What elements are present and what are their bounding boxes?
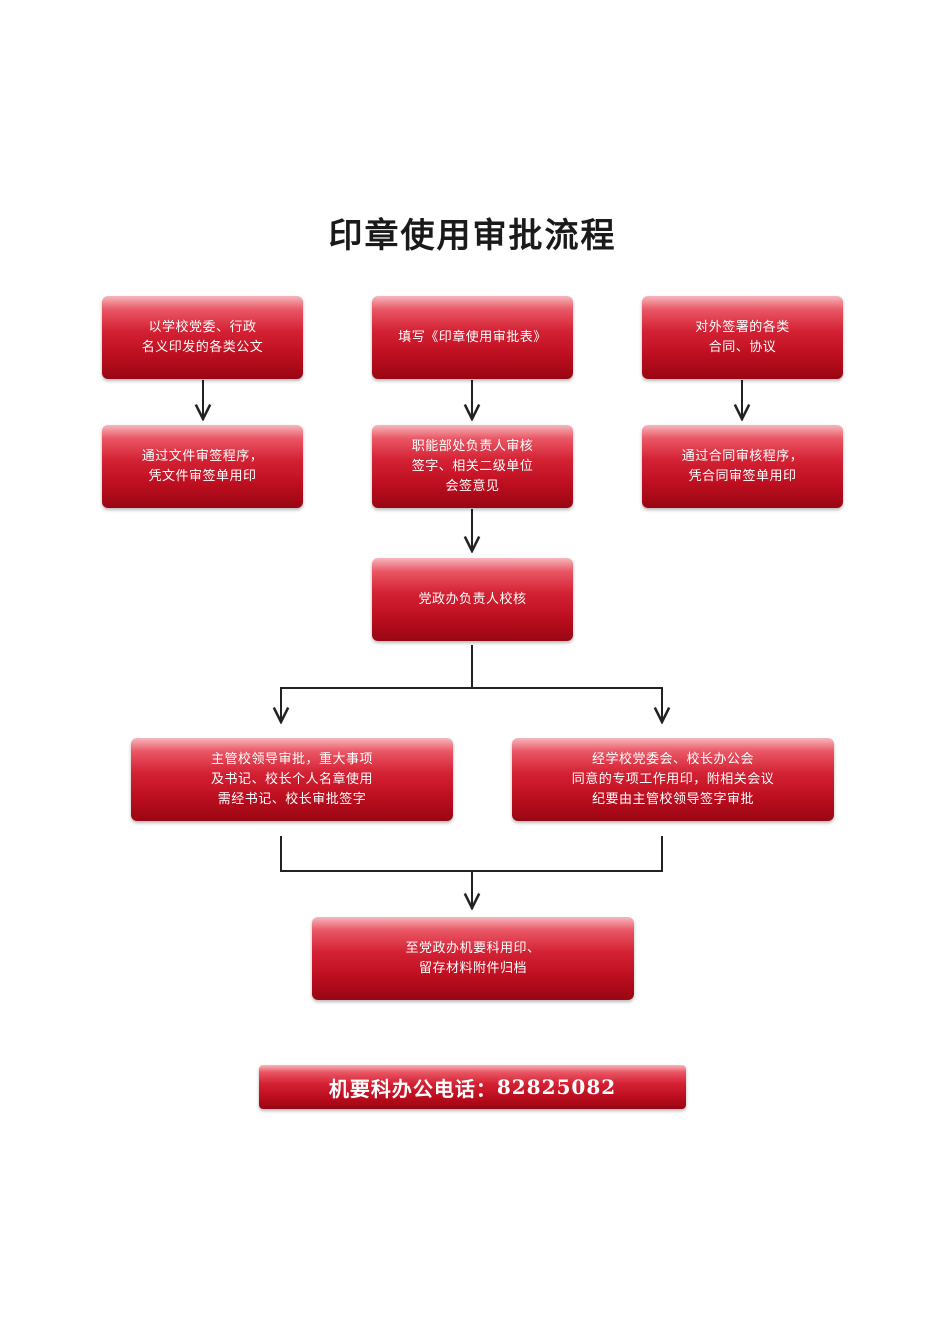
split-connector [281,645,473,722]
box-department-review-label: 职能部处负责人审核 签字、相关二级单位 会签意见 [411,438,534,494]
page-title: 印章使用审批流程 [328,216,617,256]
box-stamp-and-archive-label: 至党政办机要科用印、 留存材料附件归档 [405,940,541,976]
box-stamp-and-archive: 至党政办机要科用印、 留存材料附件归档 [312,917,634,1000]
office-phone-banner: 机要科办公电话：82825082 [259,1065,686,1109]
office-phone-label: 机要科办公电话： [328,1076,497,1101]
box-external-contracts: 对外签署的各类 合同、协议 [642,296,843,379]
box-office-head-check-label: 党政办负责人校核 [418,591,527,607]
box-official-documents-label: 以学校党委、行政 名义印发的各类公文 [141,319,264,355]
box-department-review: 职能部处负责人审核 签字、相关二级单位 会签意见 [372,425,573,508]
box-leader-approval-label: 主管校领导审批，重大事项 及书记、校长个人名章使用 需经书记、校长审批签字 [210,751,373,807]
box-committee-approval-label: 经学校党委会、校长办公会 同意的专项工作用印，附相关会议 纪要由主管校领导签字审… [571,751,775,807]
box-document-review: 通过文件审签程序， 凭文件审签单用印 [102,425,303,508]
box-external-contracts-label: 对外签署的各类 合同、协议 [695,319,790,355]
box-fill-approval-form-label: 填写《印章使用审批表》 [398,329,547,345]
box-contract-review: 通过合同审核程序， 凭合同审签单用印 [642,425,843,508]
office-phone-number: 82825082 [496,1075,617,1099]
box-document-review-label: 通过文件审签程序， 凭文件审签单用印 [141,448,264,484]
box-committee-approval: 经学校党委会、校长办公会 同意的专项工作用印，附相关会议 纪要由主管校领导签字审… [512,738,834,821]
box-official-documents: 以学校党委、行政 名义印发的各类公文 [102,296,303,379]
merge-connector [280,836,663,872]
box-fill-approval-form: 填写《印章使用审批表》 [372,296,573,379]
box-leader-approval: 主管校领导审批，重大事项 及书记、校长个人名章使用 需经书记、校长审批签字 [131,738,453,821]
split-connector-right [472,687,662,722]
box-contract-review-label: 通过合同审核程序， 凭合同审签单用印 [681,448,804,484]
box-office-head-check: 党政办负责人校核 [372,558,573,641]
